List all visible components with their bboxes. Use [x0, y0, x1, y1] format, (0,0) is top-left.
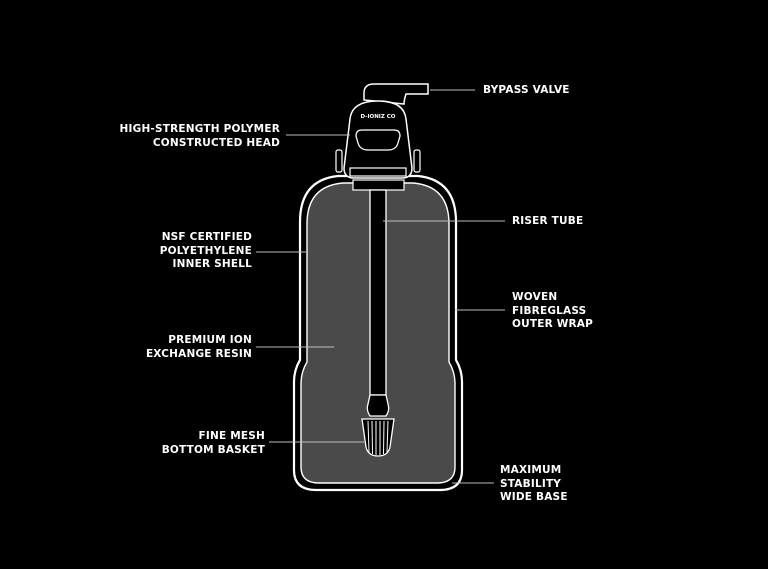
outer-wrap-outline [292, 174, 464, 492]
bottom-basket [361, 418, 395, 457]
filter-head [335, 83, 429, 179]
brand-mark: D-IONIZ CO [361, 114, 396, 120]
label-resin: PREMIUM ION EXCHANGE RESIN [145, 334, 252, 360]
label-basket: FINE MESH BOTTOM BASKET [161, 430, 265, 456]
label-bypass-valve: BYPASS VALVE [483, 84, 570, 96]
label-head: HIGH-STRENGTH POLYMER CONSTRUCTED HEAD [119, 123, 280, 149]
riser-tube [366, 189, 390, 417]
label-inner-shell: NSF CERTIFIED POLYETHYLENE INNER SHELL [159, 231, 252, 270]
label-outer-wrap: WOVEN FIBREGLASS OUTER WRAP [512, 291, 594, 330]
label-base: MAXIMUM STABILITY WIDE BASE [500, 464, 568, 503]
label-riser-tube: RISER TUBE [512, 215, 584, 227]
tank-neck [352, 179, 405, 191]
